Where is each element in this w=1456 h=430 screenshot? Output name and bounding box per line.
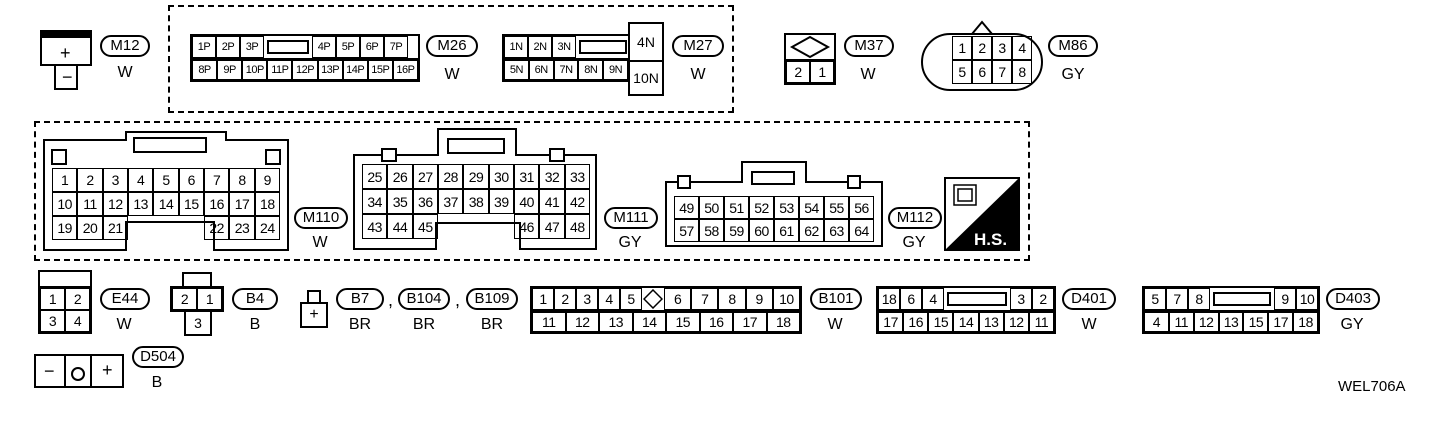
m111-label: M111 — [604, 207, 658, 229]
group-outline-middle — [34, 121, 1030, 261]
d504-color: B — [151, 374, 163, 391]
m12-plus: + — [60, 43, 71, 63]
b7-connector-body: + — [300, 302, 328, 328]
m112-color: GY — [902, 234, 926, 251]
m12-color: W — [117, 64, 133, 81]
e44-connector-top — [38, 270, 92, 288]
b7-plus: + — [309, 306, 319, 323]
m27-pin-4n: 4N — [628, 22, 664, 62]
group-outline-top — [168, 5, 734, 113]
d504-center-socket — [64, 354, 92, 388]
harness-side-symbol — [944, 177, 1020, 251]
b109-label: B109 — [466, 288, 518, 310]
m26-color: W — [444, 66, 460, 83]
d401-color: W — [1081, 316, 1097, 333]
m26-label: M26 — [426, 35, 478, 57]
d403-label: D403 — [1326, 288, 1380, 310]
m86-color: GY — [1061, 66, 1085, 83]
b104-color: BR — [412, 316, 436, 333]
m12-connector-top: + — [40, 30, 92, 66]
m111-color: GY — [618, 234, 642, 251]
b104-label: B104 — [398, 288, 450, 310]
m37-label: M37 — [844, 35, 894, 57]
separator-comma-1: , — [388, 290, 394, 310]
d403-latch-slot — [1213, 292, 1271, 306]
m27-latch-slot — [579, 40, 627, 54]
d504-minus: − — [44, 361, 55, 381]
b109-color: BR — [480, 316, 504, 333]
e44-label: E44 — [100, 288, 150, 310]
d504-plus: + — [102, 360, 113, 380]
b7-label: B7 — [336, 288, 384, 310]
d403-color: GY — [1340, 316, 1364, 333]
m37-connector-key — [784, 33, 836, 61]
b7-color: BR — [348, 316, 372, 333]
m12-connector-bottom: − — [54, 64, 78, 90]
m26-latch-slot — [267, 40, 309, 54]
m27-pin-10n: 10N — [628, 60, 664, 96]
b101-key-icon — [642, 288, 664, 310]
d401-latch-slot — [947, 292, 1007, 306]
b4-color: B — [249, 316, 261, 333]
m12-label: M12 — [100, 35, 150, 57]
m86-label: M86 — [1048, 35, 1098, 57]
figure-code: WEL706A — [1338, 378, 1406, 395]
b4-pin-3: 3 — [184, 310, 212, 336]
m27-color: W — [690, 66, 706, 83]
m110-color: W — [312, 234, 328, 251]
d504-label: D504 — [132, 346, 184, 368]
d401-label: D401 — [1062, 288, 1116, 310]
m27-label: M27 — [672, 35, 724, 57]
m12-minus: − — [62, 67, 73, 87]
hs-label: H.S. — [974, 230, 1008, 249]
m110-label: M110 — [294, 207, 348, 229]
b4-label: B4 — [232, 288, 278, 310]
b101-color: W — [827, 316, 843, 333]
separator-comma-2: , — [455, 290, 461, 310]
m37-color: W — [860, 66, 876, 83]
m112-label: M112 — [888, 207, 942, 229]
e44-color: W — [116, 316, 132, 333]
b101-label: B101 — [810, 288, 862, 310]
